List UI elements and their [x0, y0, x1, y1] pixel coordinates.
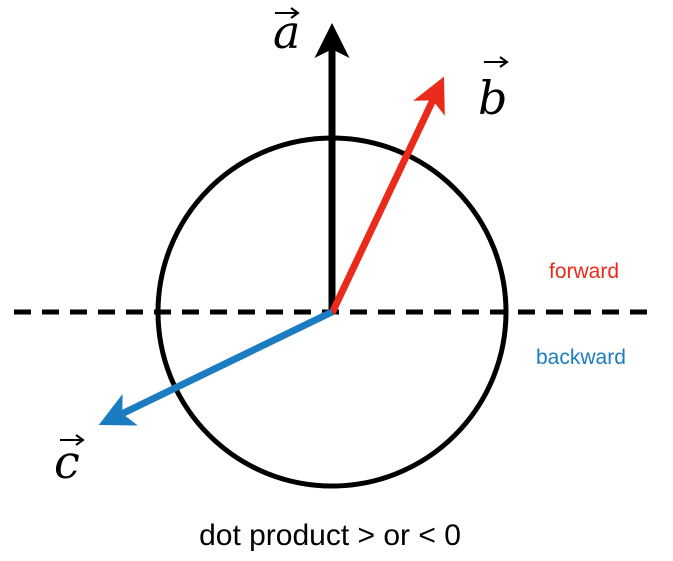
vector-b-letter: b — [478, 71, 507, 125]
caption: dot product > or < 0 — [199, 519, 461, 552]
vector-c-overarrow-head — [75, 434, 85, 446]
forward-label: forward — [549, 260, 619, 283]
backward-label: backward — [536, 346, 626, 369]
vector-b-arrow — [328, 76, 445, 315]
vector-c-letter: c — [54, 435, 80, 489]
vector-a-overarrow-head — [290, 7, 300, 19]
vector-b-overarrow-head — [499, 56, 509, 68]
vector-c-label: c — [54, 434, 85, 489]
vector-a-label: a — [273, 5, 300, 59]
vector-b-label: b — [478, 56, 509, 125]
vector-c-arrow — [98, 308, 334, 426]
